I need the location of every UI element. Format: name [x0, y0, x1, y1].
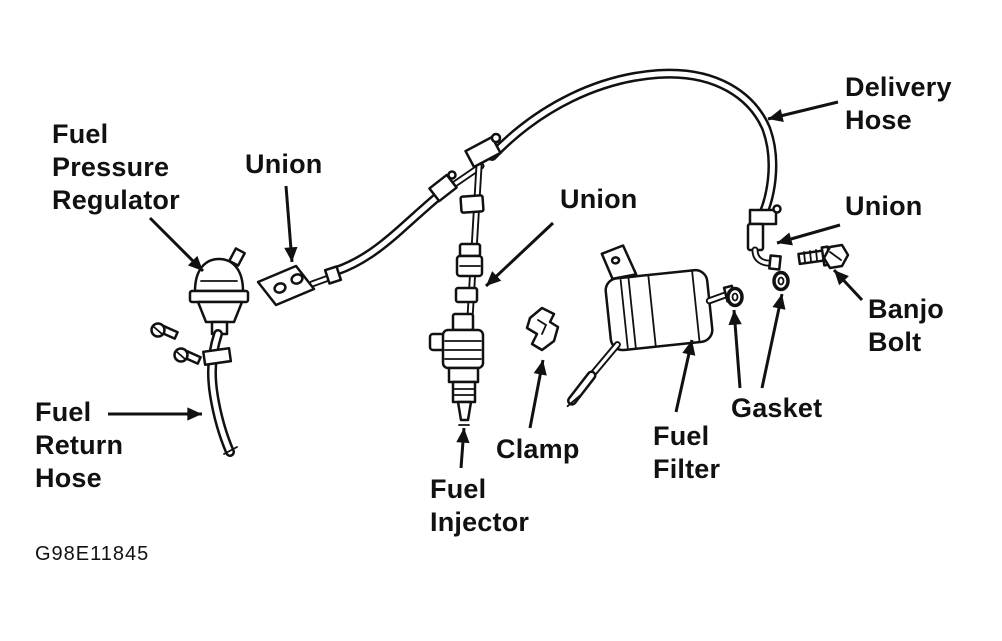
union-elbow-drawing — [746, 204, 782, 271]
gaskets-drawing — [726, 270, 790, 308]
label-union-middle: Union — [560, 184, 638, 214]
callout-arrows — [108, 100, 864, 469]
delivery-hose-drawing — [487, 68, 778, 229]
label-union-right: Union — [845, 191, 923, 221]
label-fuel-pressure-regulator: Fuel Pressure Regulator — [52, 119, 180, 215]
arrow-gasket-left — [728, 309, 742, 389]
clamp-drawing — [525, 306, 560, 352]
arrow-union-left — [284, 185, 298, 263]
label-union-left: Union — [245, 149, 323, 179]
screw-icon — [150, 322, 179, 340]
arrow-fuel-filter — [674, 339, 696, 413]
arrow-gasket-right — [760, 293, 786, 389]
arrow-union-right — [776, 223, 841, 246]
union-flange-drawing — [256, 264, 343, 307]
fuel-injector-drawing — [428, 312, 485, 426]
label-banjo-bolt: Banjo Bolt — [868, 294, 945, 357]
fuel-return-hose-drawing — [202, 329, 238, 457]
arrow-fuel-pressure-regulator — [148, 216, 205, 273]
hose-clamp-icon — [428, 170, 458, 203]
arrow-clamp — [528, 359, 547, 429]
screw-icon — [173, 347, 202, 365]
label-clamp: Clamp — [496, 434, 580, 464]
fuel-pressure-regulator-drawing — [150, 247, 250, 365]
banjo-bolt-drawing — [797, 243, 850, 270]
arrow-delivery-hose — [767, 100, 839, 123]
label-fuel-injector: Fuel Injector — [430, 474, 530, 537]
arrow-union-middle — [484, 221, 555, 288]
fuel-filter-drawing — [566, 244, 737, 408]
arrow-banjo-bolt — [832, 268, 864, 302]
label-delivery-hose: Delivery Hose — [845, 72, 952, 135]
label-fuel-filter: Fuel Filter — [653, 421, 721, 484]
supply-pipe-drawing — [331, 132, 502, 322]
arrow-fuel-injector — [456, 427, 470, 469]
figure-code: G98E11845 — [35, 543, 150, 565]
label-gasket: Gasket — [731, 393, 823, 423]
pipe-bracket-icon — [464, 132, 502, 169]
label-fuel-return-hose: Fuel Return Hose — [35, 397, 124, 493]
